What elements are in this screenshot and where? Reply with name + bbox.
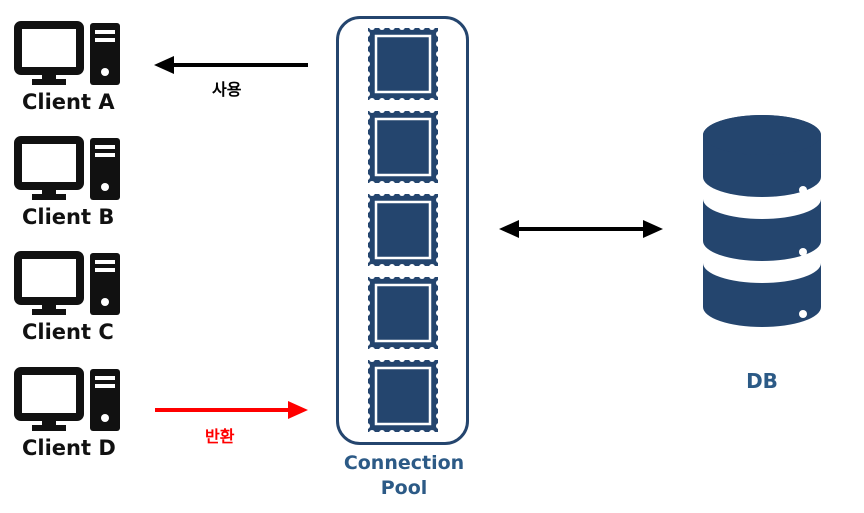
desktop-computer-icon (14, 367, 120, 431)
return-arrow (155, 401, 308, 419)
use-label: 사용 (212, 80, 242, 99)
client-a: Client A (12, 20, 132, 130)
client-d: Client D (12, 366, 132, 476)
connection-slot-5 (364, 356, 442, 436)
use-arrow (154, 56, 308, 74)
connection-slot-3 (364, 190, 442, 270)
client-b: Client B (12, 135, 132, 245)
desktop-computer-icon (14, 251, 120, 315)
desktop-computer-icon (14, 21, 120, 85)
connection-slot-4 (364, 273, 442, 353)
return-label: 반환 (205, 427, 235, 446)
client-c: Client C (12, 250, 132, 360)
connection-slot-1 (364, 24, 442, 104)
client-label: Client B (22, 205, 115, 229)
db-label: DB (746, 369, 778, 393)
pool-label: Connection Pool (320, 451, 488, 501)
client-label: Client A (22, 90, 115, 114)
client-label: Client C (22, 320, 114, 344)
pool-db-double-arrow (499, 220, 663, 238)
desktop-computer-icon (14, 136, 120, 200)
client-label: Client D (22, 436, 116, 460)
connection-slot-2 (364, 107, 442, 187)
pool-label-line1: Connection (343, 452, 465, 474)
pool-label-line2: Pool (380, 477, 428, 499)
connection-pool (336, 16, 469, 445)
